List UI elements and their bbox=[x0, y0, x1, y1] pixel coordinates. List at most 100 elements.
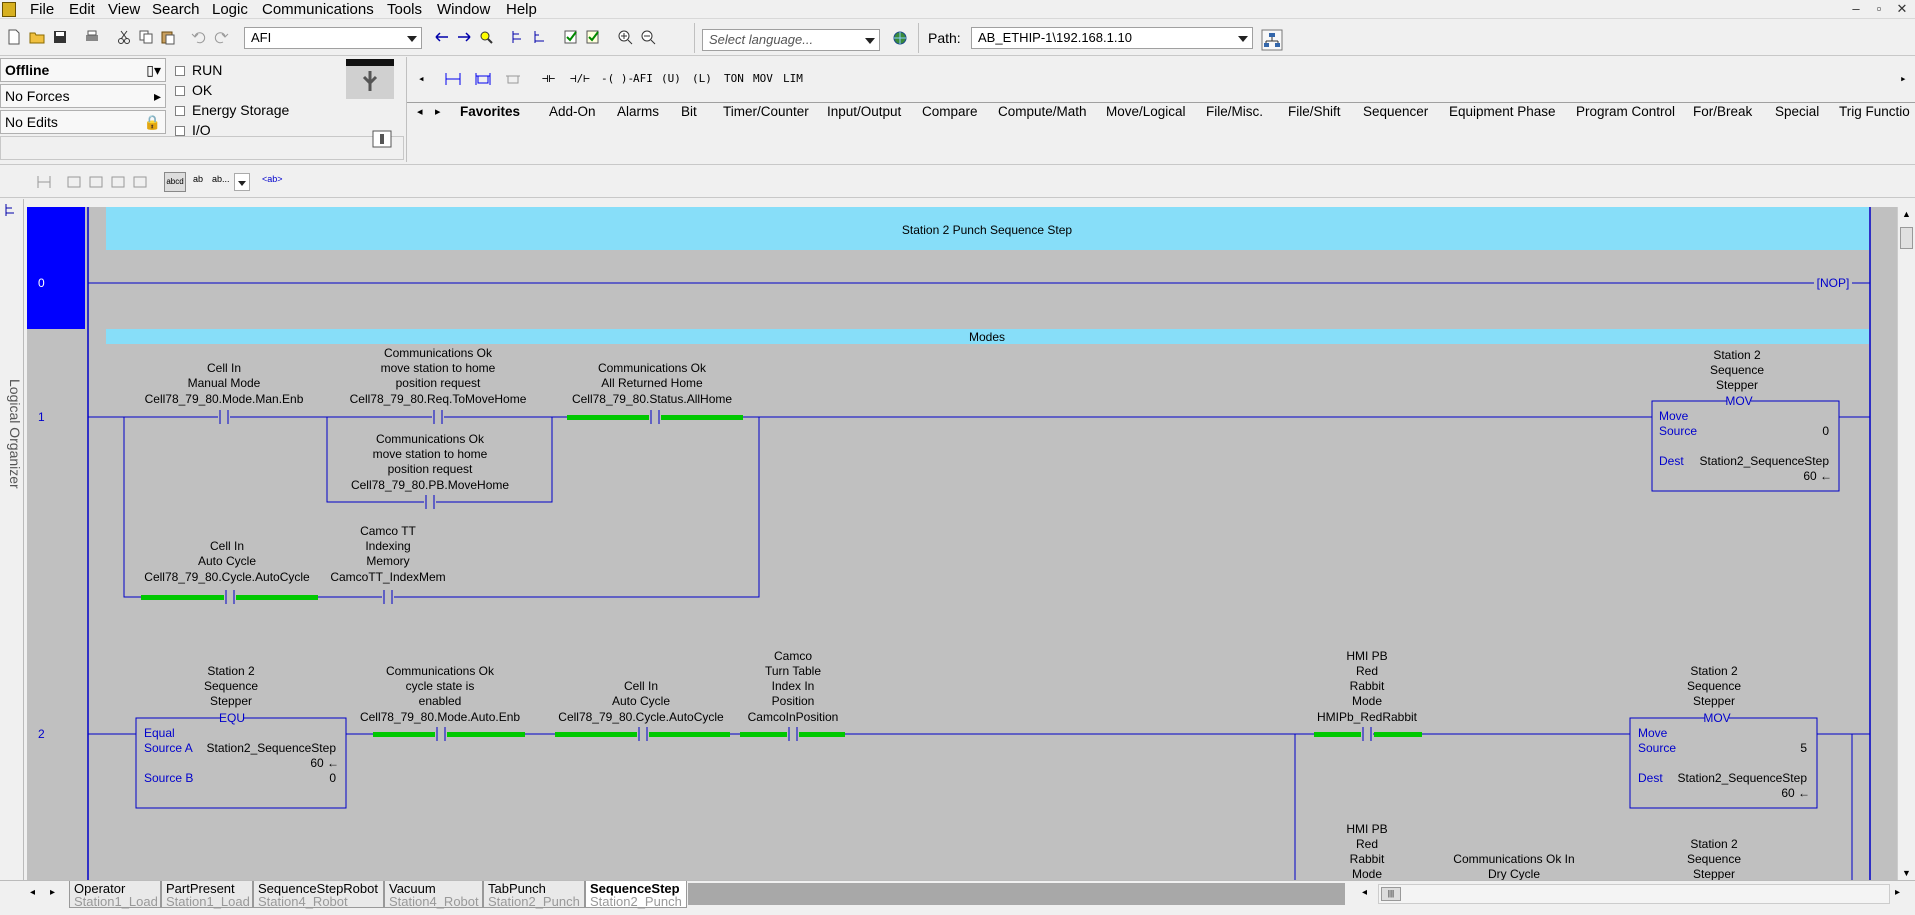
tab-sequencer[interactable]: Sequencer bbox=[1363, 104, 1429, 119]
tab-bit[interactable]: Bit bbox=[681, 104, 697, 119]
rung-2-branch-contact-2[interactable]: Communications Ok In Dry Cycle bbox=[1453, 852, 1574, 880]
restore-button[interactable]: ▫ bbox=[1876, 1, 1882, 16]
routine-combo[interactable]: AFI bbox=[244, 27, 422, 49]
tab-move-logical[interactable]: Move/Logical bbox=[1106, 104, 1186, 119]
accept-edit-icon[interactable] bbox=[66, 174, 82, 190]
menu-edit[interactable]: Edit bbox=[69, 1, 95, 18]
afi-button[interactable]: AFI bbox=[633, 72, 653, 85]
mov-block-rung-2[interactable]: Station 2 Sequence Stepper MOV Move Sour… bbox=[1629, 664, 1818, 809]
branch-icon[interactable] bbox=[475, 72, 491, 86]
menu-logic[interactable]: Logic bbox=[212, 1, 248, 18]
equ-block[interactable]: Station 2 Sequence Stepper EQU Equal Sou… bbox=[135, 664, 347, 809]
assemble-edit-icon[interactable] bbox=[132, 174, 148, 190]
tab-program-control[interactable]: Program Control bbox=[1576, 104, 1676, 119]
scroll-thumb[interactable] bbox=[1900, 227, 1913, 249]
contact-pb-move-home[interactable]: Communications Ok move station to home p… bbox=[351, 432, 509, 509]
ote-button[interactable]: -( )- bbox=[601, 72, 635, 85]
nop-instruction[interactable]: [NOP] bbox=[1817, 276, 1850, 290]
accept-program-icon[interactable] bbox=[88, 174, 104, 190]
tree-icon[interactable] bbox=[510, 29, 526, 45]
lim-button[interactable]: LIM bbox=[783, 72, 803, 85]
network-browse-icon[interactable] bbox=[1261, 29, 1283, 51]
contact-auto-cycle-2[interactable]: Cell In Auto Cycle Cell78_79_80.Cycle.Au… bbox=[555, 679, 730, 741]
tab-compute-math[interactable]: Compute/Math bbox=[998, 104, 1087, 119]
tab-for-break[interactable]: For/Break bbox=[1693, 104, 1753, 119]
copy-icon[interactable] bbox=[138, 29, 154, 45]
goto-next-icon[interactable] bbox=[456, 29, 472, 45]
branch-level-icon[interactable] bbox=[505, 72, 521, 86]
menu-tools[interactable]: Tools bbox=[387, 1, 423, 18]
menu-search[interactable]: Search bbox=[152, 1, 200, 18]
menu-window[interactable]: Window bbox=[437, 1, 491, 18]
contact-all-returned-home[interactable]: Communications Ok All Returned Home Cell… bbox=[567, 361, 743, 424]
tab-special[interactable]: Special bbox=[1775, 104, 1820, 119]
tab-scroll-left[interactable]: ◂ bbox=[417, 106, 423, 118]
xic-button[interactable]: ⊣⊢ bbox=[542, 72, 556, 85]
mov-button[interactable]: MOV bbox=[753, 72, 773, 85]
ton-button[interactable]: TON bbox=[724, 72, 744, 85]
chevron-right-icon[interactable]: ▸ bbox=[153, 88, 161, 104]
rung-icon[interactable] bbox=[445, 72, 461, 86]
new-file-icon[interactable] bbox=[6, 29, 22, 45]
tab-input-output[interactable]: Input/Output bbox=[827, 104, 902, 119]
tab-add-on[interactable]: Add-On bbox=[549, 104, 596, 119]
verify-controller-icon[interactable] bbox=[585, 29, 601, 45]
mode-dropdown-icon[interactable]: ▯▾ bbox=[146, 62, 161, 78]
tab-file-misc[interactable]: File/Misc. bbox=[1206, 104, 1263, 119]
tag-name-icon[interactable]: <ab> bbox=[262, 174, 283, 184]
scroll-down-icon[interactable]: ▼ bbox=[1902, 868, 1911, 878]
mode-status[interactable]: Offline▯▾ bbox=[0, 58, 166, 82]
logical-organizer-tab[interactable]: Logical Organizer bbox=[7, 379, 23, 489]
rung-0-comment[interactable] bbox=[106, 207, 1869, 250]
redo-icon[interactable] bbox=[213, 29, 229, 45]
paste-icon[interactable] bbox=[160, 29, 176, 45]
contact-camco-in-position[interactable]: Camco Turn Table Index In Position Camco… bbox=[740, 649, 845, 741]
globe-icon[interactable] bbox=[892, 30, 908, 46]
menu-communications[interactable]: Communications bbox=[262, 1, 374, 18]
otl-button[interactable]: (L) bbox=[692, 72, 712, 85]
rung-0-selection[interactable] bbox=[27, 207, 85, 329]
display-mode-toggle[interactable]: ab bbox=[193, 174, 204, 184]
menu-view[interactable]: View bbox=[108, 1, 141, 18]
goto-prev-icon[interactable] bbox=[434, 29, 450, 45]
crossref-icon[interactable] bbox=[532, 29, 548, 45]
hscroll-thumb[interactable]: ||| bbox=[1381, 887, 1401, 901]
print-icon[interactable] bbox=[84, 29, 100, 45]
tabs-scroll-right[interactable]: ▸ bbox=[50, 887, 56, 898]
ladder-editor[interactable]: Station 2 Punch Sequence Step 0 [NOP] Mo… bbox=[27, 207, 1897, 880]
tab-alarms[interactable]: Alarms bbox=[617, 104, 660, 119]
hscroll-right-icon[interactable]: ▸ bbox=[1895, 887, 1901, 898]
open-folder-icon[interactable] bbox=[29, 29, 45, 45]
tab-trig-functions[interactable]: Trig Functio bbox=[1839, 104, 1910, 119]
display-options-dropdown[interactable] bbox=[234, 173, 250, 191]
tab-compare[interactable]: Compare bbox=[922, 104, 978, 119]
edits-status[interactable]: No Edits🔒 bbox=[0, 110, 166, 134]
cut-icon[interactable] bbox=[116, 29, 132, 45]
vertical-scrollbar[interactable]: ▲ ▼ bbox=[1897, 207, 1915, 880]
save-icon[interactable] bbox=[52, 29, 68, 45]
path-combo[interactable]: AB_ETHIP-1\192.168.1.10 bbox=[971, 27, 1253, 49]
lock-icon[interactable]: 🔒 bbox=[143, 114, 161, 130]
xio-button[interactable]: ⊣/⊢ bbox=[570, 72, 590, 85]
display-options[interactable]: ab... bbox=[212, 174, 230, 184]
zoom-out-icon[interactable] bbox=[640, 29, 656, 45]
app-icon[interactable] bbox=[2, 2, 16, 17]
menu-file[interactable]: File bbox=[30, 1, 55, 18]
language-select[interactable]: Select language... bbox=[702, 29, 880, 51]
menu-help[interactable]: Help bbox=[506, 1, 537, 18]
scroll-right-button[interactable]: ▸ bbox=[1900, 72, 1907, 85]
tab-equipment-phase[interactable]: Equipment Phase bbox=[1449, 104, 1556, 119]
contact-auto-enb[interactable]: Communications Ok cycle state is enabled… bbox=[360, 664, 525, 741]
controller-icon[interactable] bbox=[372, 130, 392, 148]
contact-hmi-red-rabbit[interactable]: HMI PB Red Rabbit Mode HMIPb_RedRabbit bbox=[1314, 649, 1422, 741]
undo-icon[interactable] bbox=[191, 29, 207, 45]
tab-file-shift[interactable]: File/Shift bbox=[1288, 104, 1341, 119]
hscroll-left-icon[interactable]: ◂ bbox=[1362, 887, 1368, 898]
tabs-scroll-left[interactable]: ◂ bbox=[30, 887, 36, 898]
